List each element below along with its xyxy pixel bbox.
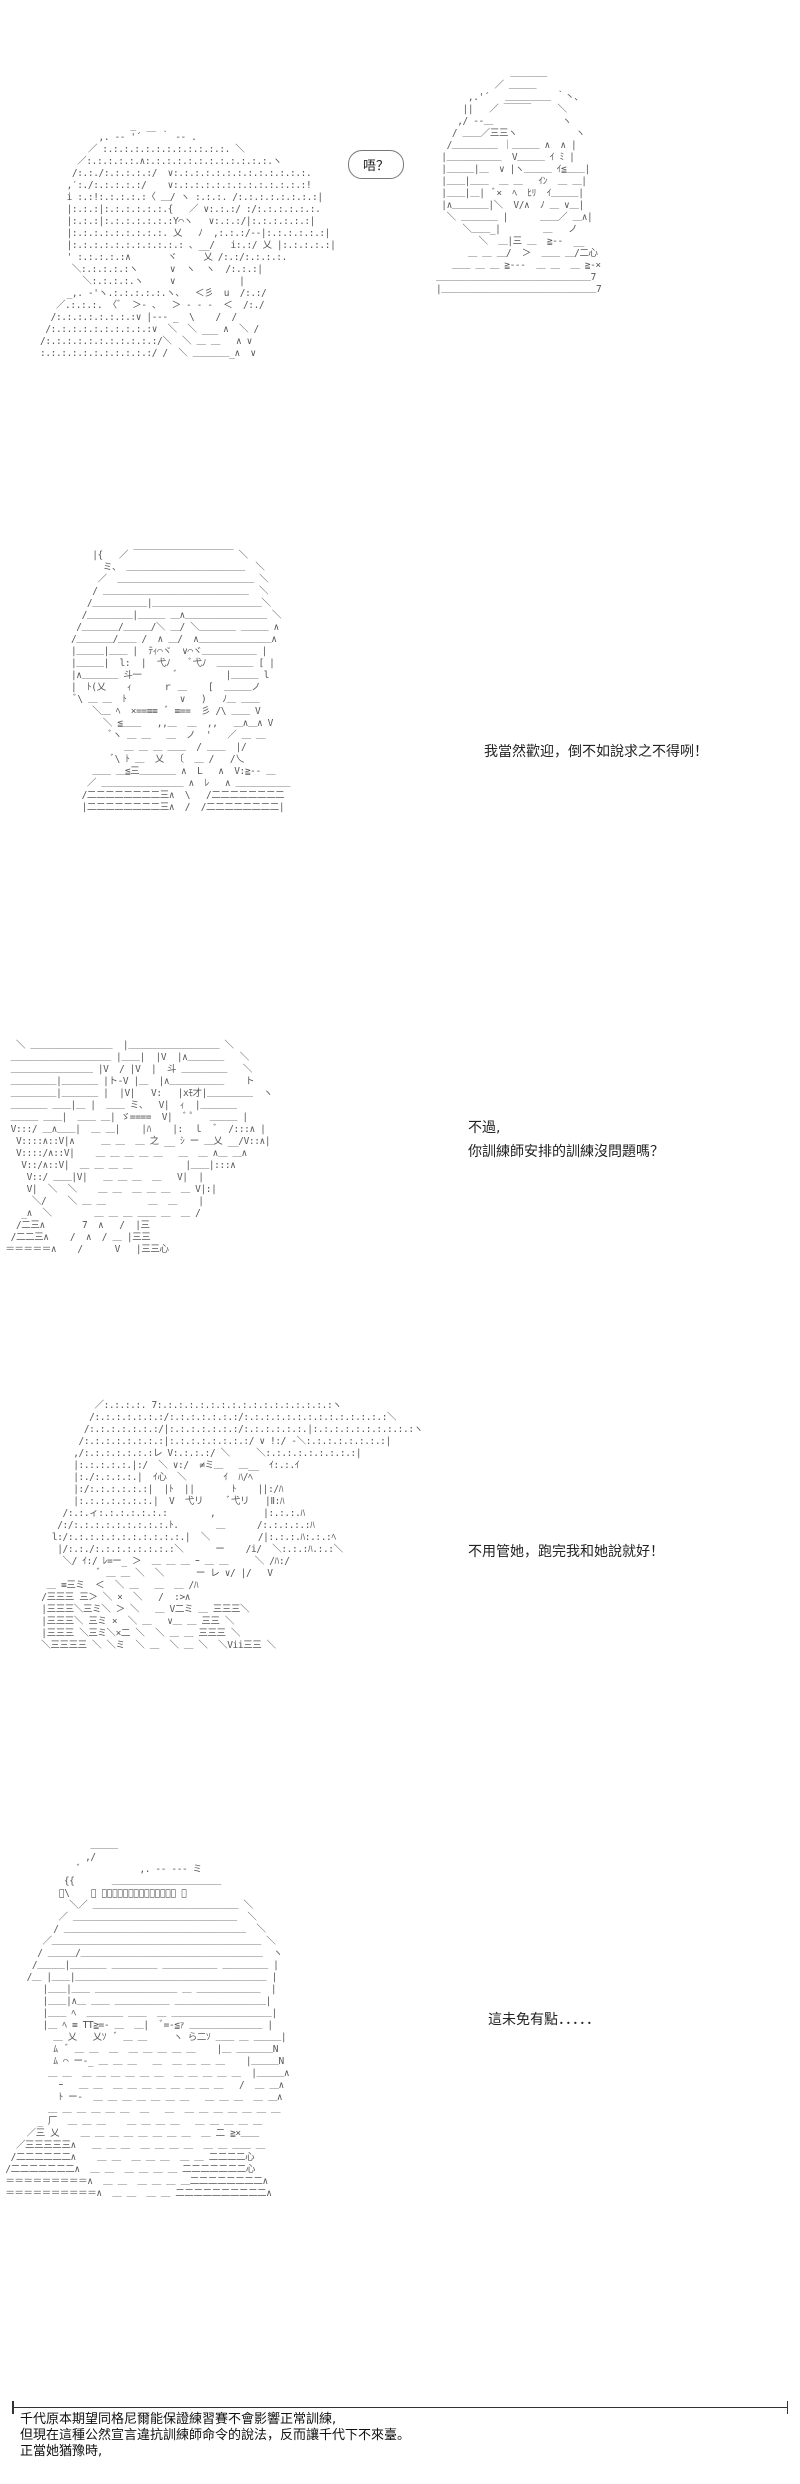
ascii-art-character-2: |{ ／ ￣￣￣￣￣￣￣￣￣￣￣ ＼ ミ、 ＿＿＿＿＿＿＿＿＿＿＿＿＿ ＼ ／ …	[70, 550, 291, 813]
panel-4: ／:.:.:.:. 7:.:.:.:.:.:.:.:.:.:.:.:.:.:.:…	[0, 1400, 800, 1780]
footnote: 千代原本期望同格尼爾能保證練習賽不會影響正常訓練, 但現在這種公然宣言違抗訓練師…	[20, 2412, 410, 2460]
ascii-art-character-5: ＿＿＿ ,/ ﾞ ,. ‐- ‐-- ミ {{ ＿＿＿＿＿＿＿＿＿＿＿＿ ﾞ\ …	[5, 1840, 290, 2199]
ascii-art-character-3: ＼ ＿＿＿＿＿＿＿＿＿ |＿＿＿＿＿＿＿＿＿＿ ＼ ＿＿＿＿＿＿＿＿＿＿＿ |＿…	[5, 1040, 273, 1255]
footnote-divider	[12, 2401, 788, 2414]
panel-1: _ ,. -‐ '´ ￣ ｀ ‐- . ／ :.:.:.:.:.:.:.:.:.…	[0, 40, 800, 510]
footnote-line: 千代原本期望同格尼爾能保證練習賽不會影響正常訓練,	[20, 2412, 337, 2427]
dialogue-line: 我當然歡迎，倒不如說求之不得咧！	[484, 744, 708, 760]
dialogue-line: 不用管她，跑完我和她說就好！	[468, 1544, 664, 1560]
ascii-art-character-4: ／:.:.:.:. 7:.:.:.:.:.:.:.:.:.:.:.:.:.:.:…	[41, 1400, 423, 1651]
ascii-art-character-left: _ ,. -‐ '´ ￣ ｀ ‐- . ／ :.:.:.:.:.:.:.:.:.…	[40, 120, 336, 359]
dialogue-line: 不過,	[468, 1120, 501, 1136]
footnote-line: 但現在這種公然宣言違抗訓練師命令的說法，反而讓千代下不來臺。	[20, 2428, 411, 2443]
panel-2: |{ ／ ￣￣￣￣￣￣￣￣￣￣￣ ＼ ミ、 ＿＿＿＿＿＿＿＿＿＿＿＿＿ ＼ ／ …	[0, 550, 800, 1010]
speech-bubble: 唔？	[348, 150, 405, 179]
ascii-art-character-right: ＿＿＿＿ ／ ＿＿＿ ,.'´ ＿＿＿＿＿ ｀丶、 || ／ ￣￣￣ ＼ ,/ …	[435, 68, 602, 295]
bubble-text: 唔？	[363, 159, 390, 174]
footnote-line: 正當她猶豫時,	[20, 2444, 103, 2459]
dialogue-line: 你訓練師安排的訓練沒問題嗎？	[468, 1144, 664, 1160]
panel-5: ＿＿＿ ,/ ﾞ ,. ‐- ‐-- ミ {{ ＿＿＿＿＿＿＿＿＿＿＿＿ ﾞ\ …	[0, 1840, 800, 2390]
panel-3: ＼ ＿＿＿＿＿＿＿＿＿ |＿＿＿＿＿＿＿＿＿＿ ＼ ＿＿＿＿＿＿＿＿＿＿＿ |＿…	[0, 1040, 800, 1380]
dialogue-line: 這未免有點．．．．．	[488, 2012, 600, 2028]
